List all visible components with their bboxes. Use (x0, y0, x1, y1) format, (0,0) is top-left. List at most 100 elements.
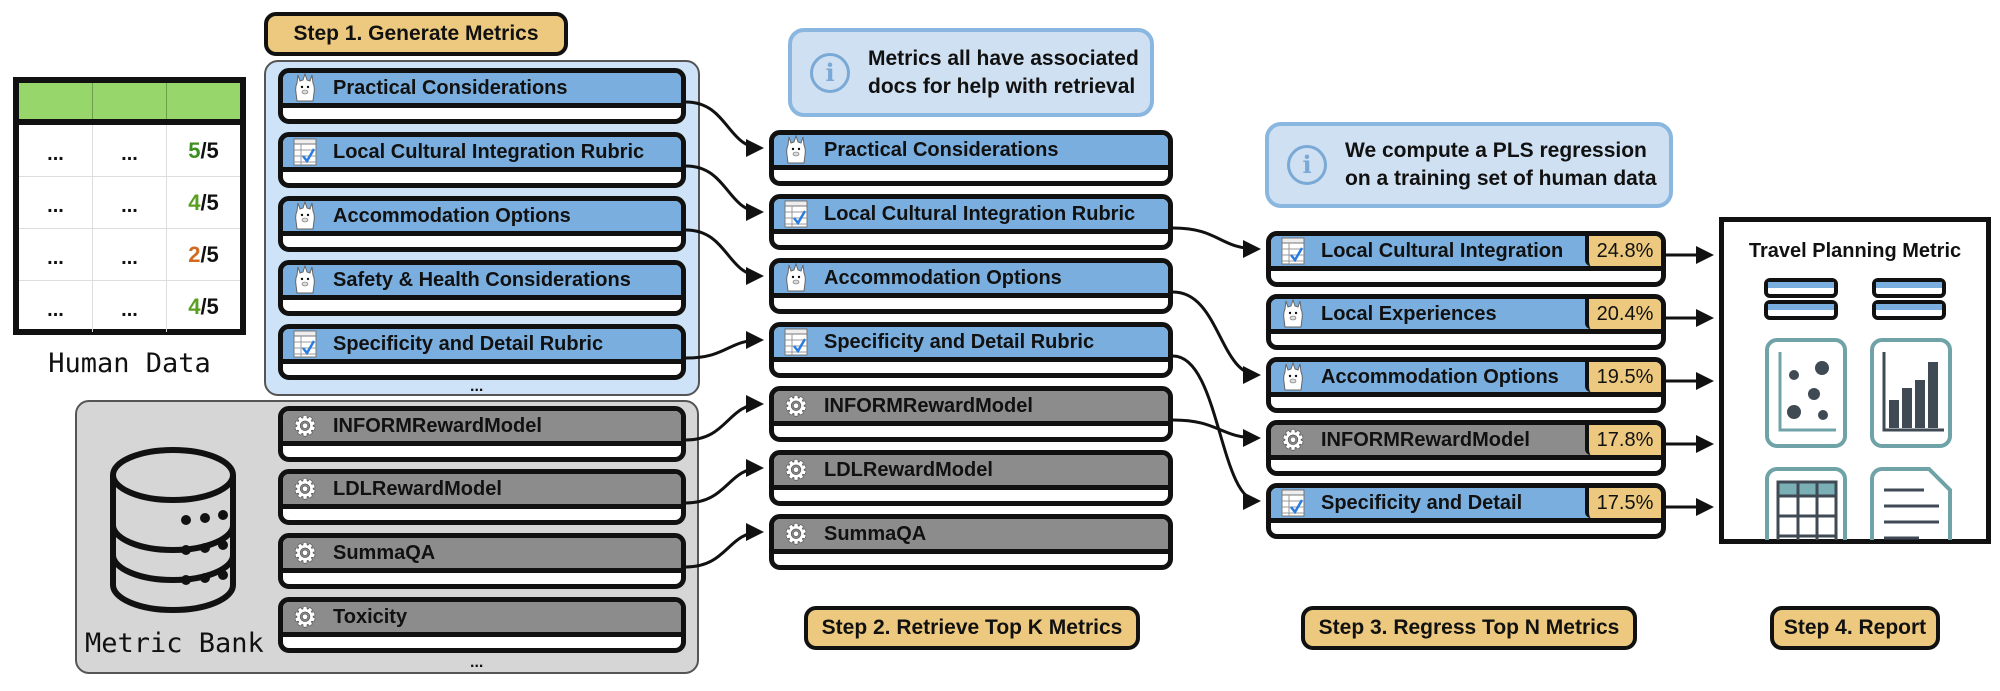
table-row: ......4/5 (19, 176, 240, 228)
metric-card-header: Practical Considerations (774, 135, 1168, 170)
metric-card-header: ⚙LDLRewardModel (774, 455, 1168, 490)
score-cell: 4/5 (167, 281, 240, 332)
human-data-table: ......5/5......4/5......2/5......4/5 (13, 77, 246, 335)
step2-label: Step 2. Retrieve Top K Metrics (804, 606, 1140, 650)
score-max: /5 (200, 241, 219, 267)
generated-metric-card: Practical Considerations (278, 68, 686, 124)
bank-metric-card: ⚙INFORMRewardModel (278, 406, 686, 462)
metric-weight-badge: 20.4% (1585, 299, 1661, 329)
gear-icon: ⚙ (293, 538, 317, 568)
metric-card-header: Practical Considerations (283, 73, 681, 108)
retrieved-metric-card: Practical Considerations (769, 130, 1173, 186)
info-line: docs for help with retrieval (868, 74, 1136, 98)
metric-weight-badge: 17.8% (1585, 425, 1661, 455)
document-icon (1870, 467, 1952, 540)
retrieved-metric-card: ⚙LDLRewardModel (769, 450, 1173, 506)
bank-metric-card: ⚙ LDLRewardModel (278, 469, 686, 525)
llama-icon (1283, 362, 1303, 391)
metric-name: Specificity and Detail Rubric (824, 330, 1095, 353)
score-value: 5 (188, 137, 201, 163)
score-cell: 2/5 (167, 229, 240, 280)
database-icon (110, 447, 236, 613)
metric-name: Practical Considerations (824, 138, 1059, 161)
metric-weight-badge: 17.5% (1585, 488, 1661, 518)
metric-name: Local Cultural Integration Rubric (333, 140, 645, 163)
rubric-icon (1281, 489, 1305, 517)
score-max: /5 (200, 189, 219, 215)
llama-icon (786, 263, 806, 292)
metric-name: Accommodation Options (1321, 365, 1559, 388)
regressed-metric-card: Local Cultural Integration 24.8% (1266, 231, 1666, 287)
retrieved-metric-card: ⚙INFORMRewardModel (769, 386, 1173, 442)
metric-card-header: ⚙ LDLRewardModel (283, 474, 681, 509)
connector-arrow (1172, 354, 1261, 510)
metric-card-header: Specificity and Detail Rubric (774, 327, 1168, 362)
generated-more: ... (470, 378, 484, 395)
table-row: ......5/5 (19, 125, 240, 176)
rubric-icon (784, 200, 808, 228)
step1-label: Step 1. Generate Metrics (264, 12, 568, 56)
metric-stack-icon (1764, 278, 1946, 320)
bar-chart-icon (1870, 338, 1952, 448)
info-line: Metrics all have associated (868, 46, 1139, 70)
bank-metric-card: ⚙ SummaQA (278, 533, 686, 589)
table-cell: ... (93, 229, 167, 280)
score-max: /5 (200, 137, 219, 163)
metric-card-header: ⚙Toxicity (283, 602, 681, 637)
metric-card-header: Local Cultural Integration Rubric (774, 199, 1168, 234)
connector-arrow (1172, 290, 1261, 384)
metric-name: Local Cultural Integration Rubric (824, 202, 1136, 225)
llama-icon (786, 135, 806, 164)
metric-card-header: ⚙INFORMRewardModel (774, 391, 1168, 426)
metric-name: LDLRewardModel (333, 477, 502, 500)
metric-bank-label: Metric Bank (85, 628, 264, 659)
metric-name: SummaQA (824, 522, 927, 545)
gear-icon: ⚙ (784, 391, 808, 421)
gear-icon: ⚙ (293, 474, 317, 504)
score-value: 4 (188, 293, 201, 319)
rubric-icon (293, 138, 317, 166)
retrieved-metric-card: Accommodation Options (769, 258, 1173, 314)
metric-name: Accommodation Options (824, 266, 1062, 289)
metric-name: INFORMRewardModel (333, 414, 542, 437)
metric-card-header: Local Cultural Integration Rubric (283, 137, 681, 172)
score-cell: 4/5 (167, 177, 240, 228)
llama-icon (295, 201, 315, 230)
retrieved-metric-card: ⚙SummaQA (769, 514, 1173, 570)
gear-icon: ⚙ (784, 455, 808, 485)
human-data-label: Human Data (48, 348, 211, 379)
metric-name: Local Cultural Integration (1321, 239, 1564, 262)
table-cell: ... (19, 229, 93, 280)
metric-name: Practical Considerations (333, 76, 568, 99)
generated-metric-card: Accommodation Options (278, 196, 686, 252)
llama-icon (295, 265, 315, 294)
generated-metric-card: Safety & Health Considerations (278, 260, 686, 316)
bank-metric-card: ⚙Toxicity (278, 597, 686, 653)
rubric-icon (293, 330, 317, 358)
report-icons (1764, 278, 1952, 540)
table-cell: ... (19, 125, 93, 176)
scatter-plot-icon (1765, 338, 1847, 448)
report-box: Travel Planning Metric (1719, 217, 1991, 544)
rubric-icon (1281, 237, 1305, 265)
step4-label: Step 4. Report (1770, 606, 1940, 650)
table-cell: ... (19, 177, 93, 228)
metric-name: Safety & Health Considerations (333, 268, 631, 291)
retrieved-metric-card: Specificity and Detail Rubric (769, 322, 1173, 378)
generated-metric-card: Local Cultural Integration Rubric (278, 132, 686, 188)
score-cell: 5/5 (167, 125, 240, 176)
connector-arrow (1172, 226, 1261, 258)
metric-name: SummaQA (333, 541, 436, 564)
table-row: ......2/5 (19, 228, 240, 280)
metric-name: Accommodation Options (333, 204, 571, 227)
metric-name: Toxicity (333, 605, 408, 628)
metric-card-header: Safety & Health Considerations (283, 265, 681, 300)
metric-card-header: ⚙SummaQA (774, 519, 1168, 554)
retrieved-metric-card: Local Cultural Integration Rubric (769, 194, 1173, 250)
generated-metric-card: Specificity and Detail Rubric (278, 324, 686, 380)
metric-weight-badge: 24.8% (1585, 236, 1661, 266)
table-header (19, 83, 240, 125)
table-cell: ... (93, 281, 167, 332)
